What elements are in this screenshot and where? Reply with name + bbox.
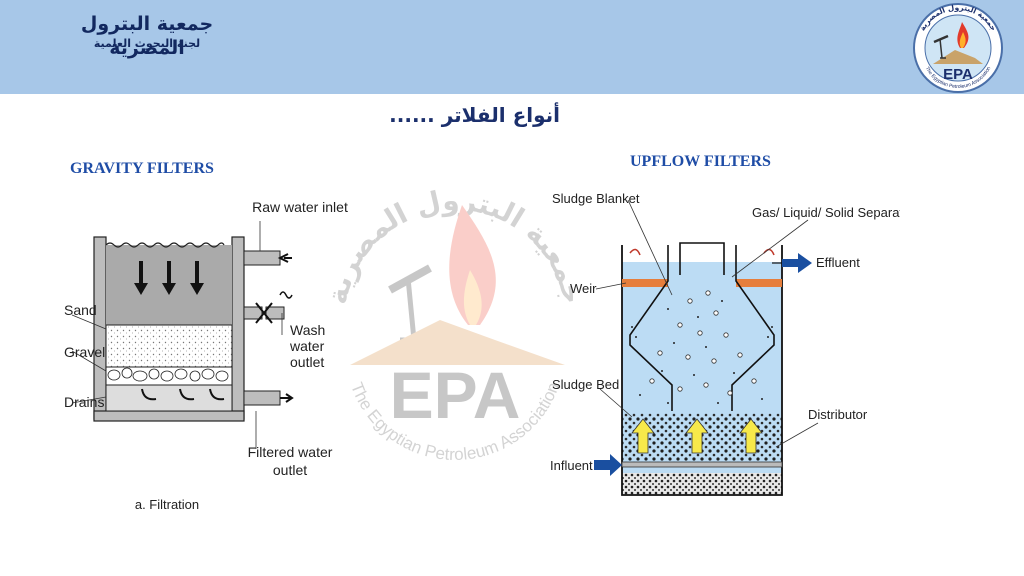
gravel-label: Gravel <box>64 344 105 360</box>
gravity-filters-title: GRAVITY FILTERS <box>70 160 214 177</box>
raw-water-inlet-pipe <box>243 250 281 266</box>
weir-label: Weir <box>570 281 597 296</box>
sand-layer <box>105 324 233 368</box>
influent-arrow <box>594 454 622 476</box>
sludge-blanket-label: Sludge Blanket <box>552 191 640 206</box>
upflow-filter-diagram: Sludge Blanket Gas/ Liquid/ Solid Separa… <box>550 191 900 496</box>
wash-label-2: water <box>289 338 325 354</box>
separator-left-baffle <box>629 245 673 411</box>
effluent-label: Effluent <box>816 255 860 270</box>
gas-bubbles <box>649 290 757 396</box>
filtered-outlet-pipe <box>243 390 281 406</box>
distributor-label: Distributor <box>808 407 868 422</box>
gas-collector-hood <box>679 242 725 275</box>
sand-label: Sand <box>64 302 97 318</box>
logo-text: EPA <box>943 66 973 83</box>
oil-pump-flame-icon <box>933 22 983 64</box>
wash-label-1: Wash <box>290 322 325 338</box>
right-wall <box>231 236 245 420</box>
committee-name: لجنة البحوث العلمية <box>93 37 201 50</box>
drain-channel <box>105 384 233 412</box>
watermark-flame-icon <box>449 205 496 325</box>
wash-valve-icon <box>255 302 273 324</box>
epa-logo: جمعية البترول المصرية The Egyptian Petro… <box>913 3 1003 93</box>
tank-bottom-media <box>622 473 782 495</box>
epa-watermark: جمعية البترول المصرية The Egyptian Petro… <box>330 184 580 464</box>
separator-label: Gas/ Liquid/ Solid Separator <box>752 205 900 220</box>
wash-label-3: outlet <box>290 354 324 370</box>
tank-walls <box>621 245 783 496</box>
weir-right <box>736 279 782 287</box>
diagram-caption: a. Filtration <box>135 497 199 512</box>
influent-label: Influent <box>550 458 593 473</box>
watermark-pump-icon <box>388 264 432 343</box>
separator-right-baffle <box>731 245 775 411</box>
distributor-pipe <box>621 461 783 468</box>
bottom-wall <box>93 410 245 422</box>
sludge-particles <box>631 300 773 404</box>
effluent-arrow <box>782 253 812 273</box>
sludge-bed-label: Sludge Bed <box>552 377 619 392</box>
watermark-text: EPA <box>390 358 521 432</box>
down-flow-arrows <box>134 261 204 295</box>
slide-title: أنواع الفلاتر ...... <box>389 103 560 127</box>
watermark-sand-dune <box>350 320 565 365</box>
gravity-filter-diagram: Raw water inlet Sand Gravel Drains Wash … <box>64 199 348 512</box>
upflow-filters-title: UPFLOW FILTERS <box>630 153 771 170</box>
filtered-label-1: Filtered water <box>248 444 333 460</box>
filtered-label-2: outlet <box>273 462 307 478</box>
drains-label: Drains <box>64 394 104 410</box>
drain-flow-arrows <box>141 388 225 401</box>
weir-left <box>622 279 668 287</box>
header-bar: جمعية البترول المصرية لجنة البحوث العلمي… <box>0 0 1024 94</box>
raw-water-inlet-label: Raw water inlet <box>252 199 348 215</box>
upflow-arrows <box>631 418 763 454</box>
org-name: جمعية البترول المصرية <box>80 13 214 59</box>
